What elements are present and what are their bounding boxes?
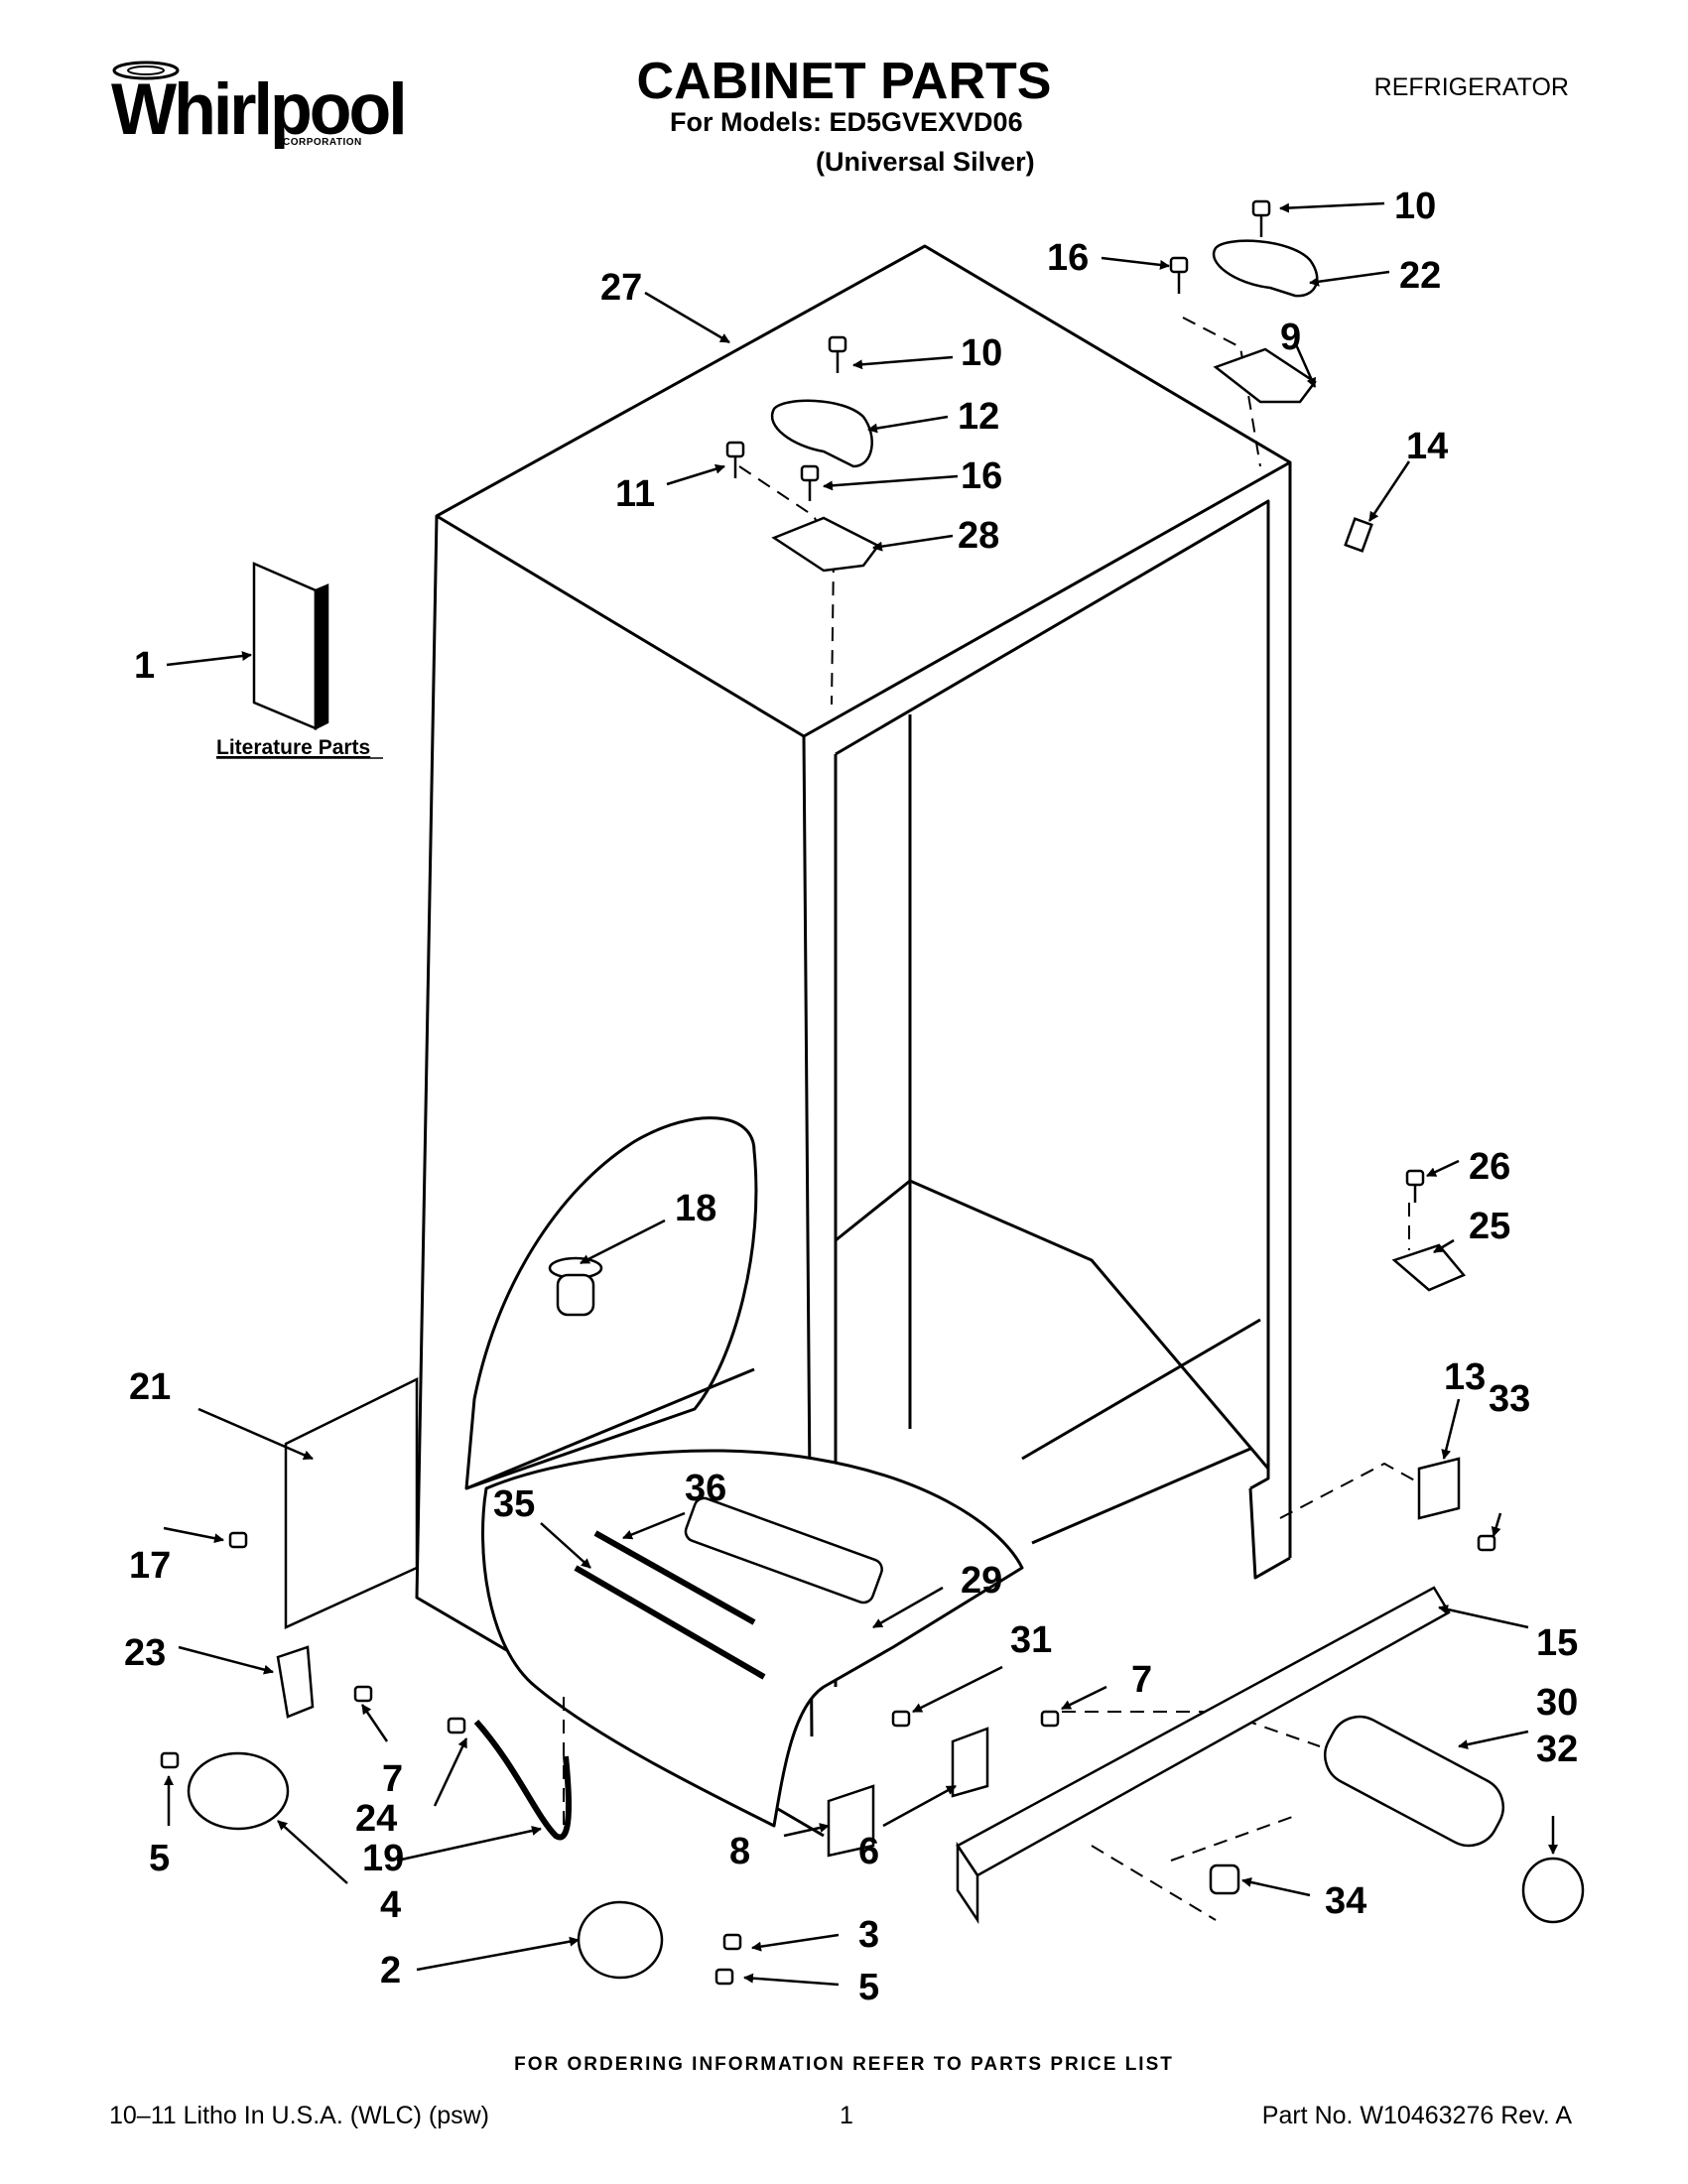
hinge-cover-12-icon xyxy=(770,399,873,468)
callout-12: 12 xyxy=(958,396,999,438)
callout-31: 31 xyxy=(1010,1619,1052,1661)
callout-28: 28 xyxy=(958,515,999,557)
callout-10a: 10 xyxy=(961,332,1002,374)
screw-10-icon xyxy=(828,335,847,353)
callout-35: 35 xyxy=(493,1483,535,1525)
roller-4-icon xyxy=(187,1751,290,1831)
page-title: CABINET PARTS xyxy=(636,53,1052,110)
callout-29: 29 xyxy=(961,1560,1002,1602)
part-shapes xyxy=(160,199,1585,1986)
callout-5b: 5 xyxy=(858,1967,879,2008)
callout-26: 26 xyxy=(1469,1146,1510,1188)
filter-cap-32-icon xyxy=(1521,1857,1585,1924)
logo-wordmark: Whirlpool xyxy=(111,68,408,150)
callout-numbers: 1 2 3 4 5 5 6 7 7 8 9 10 10 11 12 13 14 … xyxy=(124,186,1578,2008)
finish-line: (Universal Silver) xyxy=(816,147,1035,177)
callout-4: 4 xyxy=(380,1884,401,1926)
category-label: REFRIGERATOR xyxy=(1373,73,1569,101)
callout-14: 14 xyxy=(1406,426,1448,467)
callout-7a: 7 xyxy=(1131,1659,1152,1701)
callout-16a: 16 xyxy=(961,455,1002,497)
callout-11: 11 xyxy=(615,473,655,515)
hinge-cover-22-icon xyxy=(1212,239,1319,298)
callout-30: 30 xyxy=(1536,1682,1578,1724)
logo-subtext: CORPORATION xyxy=(283,137,362,148)
callout-19: 19 xyxy=(362,1838,404,1879)
callout-5a: 5 xyxy=(149,1838,170,1879)
callout-21: 21 xyxy=(129,1366,171,1408)
hinge-28-icon xyxy=(771,516,880,573)
bracket-13-icon xyxy=(1417,1457,1461,1520)
callout-15: 15 xyxy=(1536,1622,1578,1664)
callout-27: 27 xyxy=(600,267,642,309)
roller-2-icon xyxy=(577,1900,664,1980)
bracket-6-icon xyxy=(951,1727,989,1798)
callout-7b: 7 xyxy=(382,1758,403,1800)
litho-info: 10–11 Litho In U.S.A. (WLC) (psw) xyxy=(109,2102,490,2129)
callout-3: 3 xyxy=(858,1914,879,1956)
callout-10b: 10 xyxy=(1394,186,1436,227)
ordering-note: FOR ORDERING INFORMATION REFER TO PARTS … xyxy=(514,2054,1174,2075)
callout-23: 23 xyxy=(124,1632,166,1674)
part-number: Part No. W10463276 Rev. A xyxy=(1261,2102,1572,2129)
callout-2: 2 xyxy=(380,1950,401,1991)
callout-24: 24 xyxy=(355,1798,397,1840)
page-number: 1 xyxy=(840,2102,853,2129)
toe-grille-21-icon xyxy=(284,1376,419,1629)
bracket-8-icon xyxy=(827,1784,875,1858)
callout-33: 33 xyxy=(1489,1378,1530,1420)
literature-parts-label: Literature Parts xyxy=(216,736,370,759)
literature-booklet-icon xyxy=(252,562,318,730)
clip-34-icon xyxy=(1209,1863,1240,1895)
callout-32: 32 xyxy=(1536,1729,1578,1770)
callout-9: 9 xyxy=(1280,317,1301,358)
bracket-23-icon xyxy=(276,1645,315,1719)
water-filter-30-icon xyxy=(1324,1715,1504,1848)
callout-1: 1 xyxy=(134,645,155,687)
callout-13: 13 xyxy=(1444,1356,1486,1398)
callout-25: 25 xyxy=(1469,1206,1510,1247)
callout-16b: 16 xyxy=(1047,237,1089,279)
callout-34: 34 xyxy=(1325,1880,1366,1922)
callout-36: 36 xyxy=(685,1468,726,1509)
callout-8: 8 xyxy=(729,1831,750,1872)
plug-14-icon xyxy=(1344,517,1373,553)
callout-6: 6 xyxy=(858,1831,879,1872)
water-valve-29-icon xyxy=(684,1496,883,1605)
callout-arrows xyxy=(163,201,1558,1987)
bracket-25-icon xyxy=(1391,1243,1467,1292)
screw-10b-icon xyxy=(1251,199,1271,217)
callout-17: 17 xyxy=(129,1545,171,1587)
logo-swirl-icon xyxy=(112,61,180,80)
hinge-9-icon xyxy=(1213,347,1317,404)
models-line: For Models: ED5GVEXVD06 xyxy=(670,107,1023,137)
callout-22: 22 xyxy=(1399,255,1441,297)
callout-18: 18 xyxy=(675,1188,716,1229)
